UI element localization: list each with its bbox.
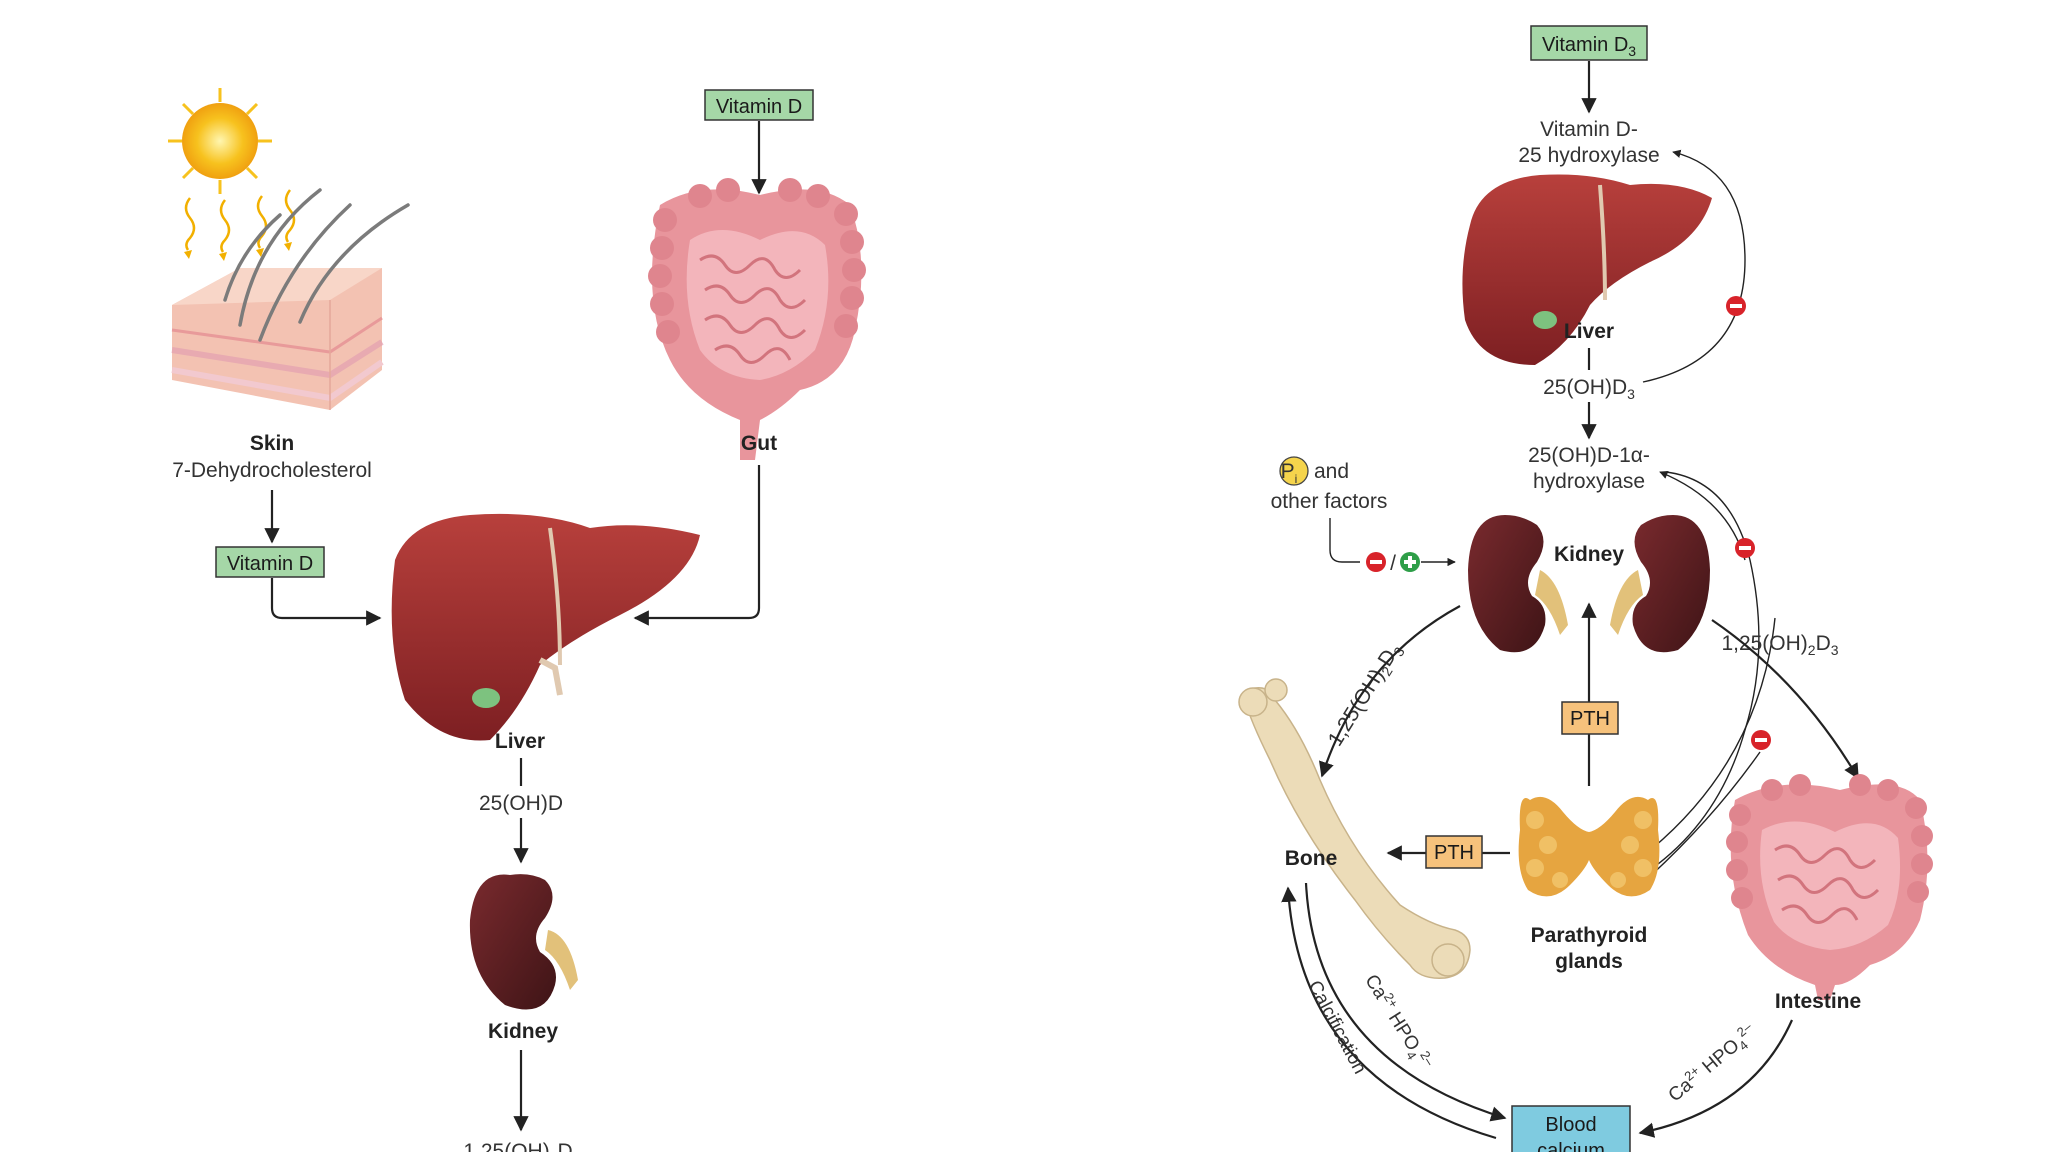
intestine-illustration — [1726, 774, 1933, 1000]
pi-symbol: Pi — [1281, 460, 1298, 486]
calcitriol-right-label: 1,25(OH)2D3 — [1721, 632, 1838, 658]
arrow-blood-to-bone — [1281, 886, 1497, 1140]
gut-label: Gut — [741, 432, 777, 455]
vitamin-d3-text: Vitamin D3 — [1542, 34, 1636, 59]
calcium-text: calcium — [1537, 1140, 1605, 1152]
hydroxylase1a-line1: 25(OH)D-1α- — [1528, 444, 1650, 467]
hydroxylase1a-line2: hydroxylase — [1533, 470, 1645, 493]
metabolite-25ohd-label: 25(OH)D — [479, 792, 563, 815]
inhibit-icon — [1751, 730, 1771, 750]
hydroxylase25-line2: 25 hydroxylase — [1518, 144, 1659, 167]
bone-illustration — [1238, 678, 1471, 979]
pi-and-label: and — [1314, 460, 1349, 483]
gut-illustration — [648, 178, 866, 460]
arrow-to-parathyroid-1 — [1647, 617, 1776, 853]
arrow-to-parathyroid-2 — [1645, 751, 1761, 881]
calcitriol-label: 1,25(OH)2D — [463, 1140, 572, 1152]
parathyroid-illustration — [1518, 796, 1660, 897]
liver-illustration — [391, 513, 700, 741]
pth-left-box: PTH — [1425, 835, 1483, 869]
pth-upper-box: PTH — [1561, 701, 1619, 735]
vitamin-d-top-text: Vitamin D — [716, 96, 802, 118]
intestine-label: Intestine — [1775, 990, 1861, 1013]
vitamin-d-skin-box: Vitamin D — [215, 546, 325, 578]
inhibit-icon — [1366, 552, 1386, 572]
metabolite-25ohd3-label: 25(OH)D3 — [1543, 376, 1635, 402]
liver-right-illustration — [1462, 174, 1712, 365]
intestine-ion-label: Ca2+ HPO42– — [1663, 1018, 1763, 1108]
right-panel: Vitamin D3 Vitamin D- 25 hydroxylase Liv… — [1238, 25, 1933, 1152]
arrow-vitamin-d-to-liver — [270, 578, 382, 626]
skin-label: Skin — [250, 432, 294, 455]
skin-illustration — [171, 188, 410, 410]
sun-icon — [168, 88, 296, 261]
bone-label: Bone — [1285, 847, 1338, 870]
kidney-left-right-illustration — [1468, 515, 1568, 653]
parathyroid-line2: glands — [1555, 950, 1623, 973]
liver-right-label: Liver — [1564, 320, 1614, 343]
arrow-intestine-to-blood — [1638, 1019, 1794, 1138]
other-factors-label: other factors — [1271, 490, 1388, 513]
stimulate-icon — [1400, 552, 1420, 572]
inhibit-icon — [1726, 296, 1746, 316]
calcitriol-left-label: 1,25(OH)2D3 — [1324, 639, 1408, 752]
kidney-right-right-illustration — [1610, 515, 1710, 653]
calcification-label: Calcification — [1304, 977, 1371, 1077]
parathyroid-line1: Parathyroid — [1531, 924, 1648, 947]
liver-label: Liver — [495, 730, 545, 753]
slash-label: / — [1390, 552, 1396, 575]
hydroxylase25-line1: Vitamin D- — [1540, 118, 1638, 141]
vitamin-d3-box: Vitamin D3 — [1530, 25, 1648, 61]
kidney-right-label: Kidney — [1554, 543, 1624, 566]
kidney-label: Kidney — [488, 1020, 558, 1043]
phosphate-factor: Pi and other factors — [1271, 456, 1388, 513]
blood-text: Blood — [1545, 1114, 1596, 1136]
left-panel: Skin 7-Dehydrocholesterol Vitamin D Vita… — [168, 88, 866, 1152]
parathyroid-feedback-curve — [1649, 471, 1760, 871]
pth-left-text: PTH — [1434, 842, 1474, 864]
arrow-bone-to-blood — [1304, 882, 1507, 1122]
bone-ion-label: Ca2+ HPO42– — [1358, 969, 1438, 1075]
feedback-inhibition-curve — [1642, 149, 1746, 383]
arrow-kidney-to-bone — [1319, 605, 1461, 778]
pth-upper-text: PTH — [1570, 708, 1610, 730]
arrow-kidney-to-intestine — [1711, 619, 1859, 780]
inhibit-icon — [1735, 538, 1755, 558]
vitamin-d-skin-text: Vitamin D — [227, 553, 313, 575]
vitamin-d-top-box: Vitamin D — [704, 89, 814, 121]
kidney-illustration — [469, 874, 578, 1010]
arrow-gut-to-liver — [633, 465, 761, 626]
dehydrocholesterol-label: 7-Dehydrocholesterol — [172, 459, 372, 482]
factors-connector — [1329, 518, 1360, 563]
blood-calcium-box: Blood calcium — [1511, 1105, 1631, 1152]
